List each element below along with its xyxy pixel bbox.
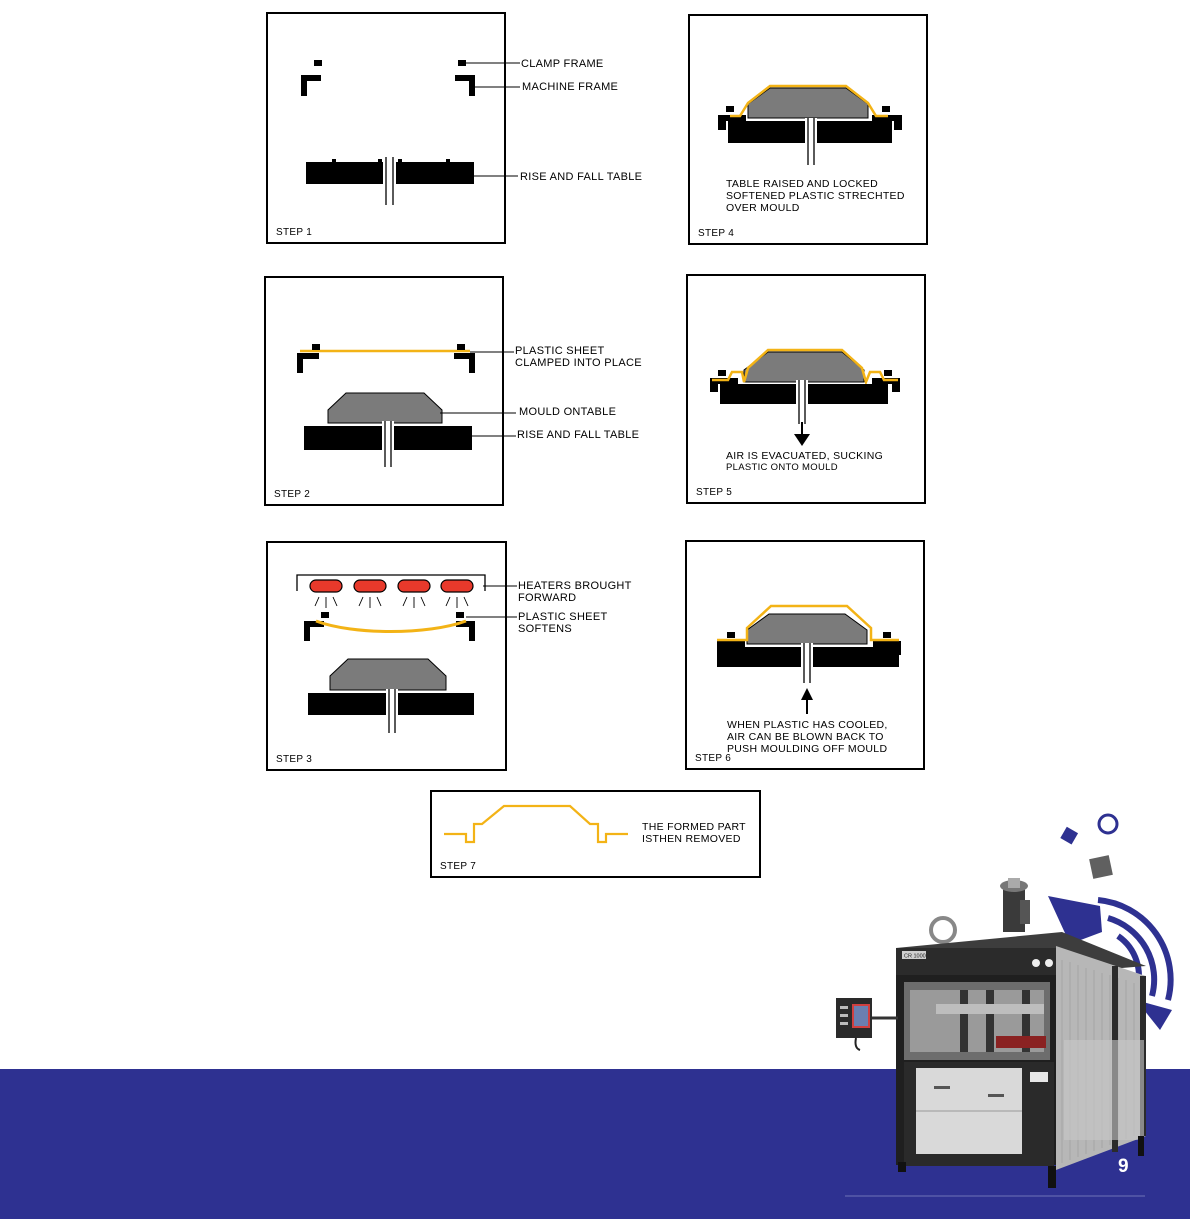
up-arrow-icon <box>801 688 813 700</box>
label-rise-fall-table: RISE AND FALL TABLE <box>520 171 643 183</box>
step-5-caption-1: AIR IS EVACUATED, SUCKING <box>726 450 884 462</box>
circle-decor <box>1097 813 1119 835</box>
step-3-panel: STEP 3 <box>266 541 507 771</box>
step-label: STEP 6 <box>695 753 732 764</box>
machine-frame-right <box>872 378 900 392</box>
formed-plastic <box>712 348 898 386</box>
machine-model-plate: CR 1000 <box>904 954 926 960</box>
heater-bracket <box>296 574 486 591</box>
released-plastic <box>717 604 899 642</box>
label-plastic-sheet-3: PLASTIC SHEET <box>518 611 608 623</box>
label-forward: FORWARD <box>518 592 577 604</box>
step-4-caption-1: TABLE RAISED AND LOCKED <box>726 178 878 190</box>
machine-frame-left <box>718 115 746 130</box>
step-6-panel: WHEN PLASTIC HAS COOLED, AIR CAN BE BLOW… <box>685 540 925 770</box>
stretched-plastic <box>730 84 888 118</box>
machine-frame-left <box>297 353 319 373</box>
step-6-diagram <box>717 604 901 714</box>
step-6-caption-3: PUSH MOULDING OFF MOULD <box>727 743 888 755</box>
clamp-frame-right <box>458 60 466 66</box>
heater <box>440 579 474 593</box>
clamp-frame-left <box>314 60 322 66</box>
label-heaters-brought: HEATERS BROUGHT <box>518 580 632 592</box>
machine-frame-right <box>872 115 902 130</box>
label-clamp-frame: CLAMP FRAME <box>521 58 604 70</box>
heat-rays <box>314 596 469 608</box>
blue-square-decor <box>1060 826 1079 845</box>
step-4-caption-3: OVER MOULD <box>726 202 800 214</box>
label-plastic-sheet: PLASTIC SHEET <box>515 345 605 357</box>
step-1-diagram <box>301 60 475 205</box>
label-rise-fall-table-2: RISE AND FALL TABLE <box>517 429 640 441</box>
step-7-diagram <box>444 804 628 844</box>
step-5-caption-2: PLASTIC ONTO MOULD <box>726 462 838 473</box>
label-machine-frame: MACHINE FRAME <box>522 81 619 93</box>
heater <box>397 579 431 593</box>
heater <box>353 579 387 593</box>
step-3-diagram <box>296 574 486 733</box>
step-2-panel: STEP 2 <box>264 276 504 506</box>
machine-frame-left <box>710 378 738 392</box>
step-7-caption-2: ISTHEN REMOVED <box>642 833 741 845</box>
machine-frame-left <box>304 621 324 641</box>
step-7-caption-1: THE FORMED PART <box>642 821 746 833</box>
mould <box>327 392 443 424</box>
step-label: STEP 5 <box>696 487 733 498</box>
step-label: STEP 4 <box>698 228 735 239</box>
step-label: STEP 1 <box>276 227 313 238</box>
gray-square-decor <box>1089 855 1113 879</box>
step-label: STEP 7 <box>440 861 477 872</box>
step-4-panel: TABLE RAISED AND LOCKED SOFTENED PLASTIC… <box>688 14 928 245</box>
label-mould-on-table: MOULD ONTABLE <box>519 406 617 418</box>
mould <box>329 658 447 691</box>
step-5-panel: AIR IS EVACUATED, SUCKING PLASTIC ONTO M… <box>686 274 926 504</box>
down-arrow-icon <box>794 434 810 446</box>
step-5-diagram <box>710 348 900 446</box>
formed-part <box>444 804 628 844</box>
step-label: STEP 3 <box>276 754 313 765</box>
page-number: 9 <box>1118 1156 1129 1177</box>
step-6-caption-1: WHEN PLASTIC HAS COOLED, <box>727 719 888 731</box>
machine-frame-left <box>301 75 321 96</box>
label-clamped-into-place: CLAMPED INTO PLACE <box>515 357 642 369</box>
machine-frame-right <box>454 353 475 373</box>
machine-frame-right <box>456 621 475 641</box>
step-6-caption-2: AIR CAN BE BLOWN BACK TO <box>727 731 884 743</box>
softened-plastic-sheet <box>315 619 467 633</box>
step-4-caption-2: SOFTENED PLASTIC STRECHTED <box>726 190 905 202</box>
step-4-diagram <box>718 84 902 165</box>
step-7-panel: THE FORMED PART ISTHEN REMOVED STEP 7 <box>430 790 761 878</box>
step-1-panel: STEP 1 <box>266 12 506 244</box>
step-label: STEP 2 <box>274 489 311 500</box>
heater <box>309 579 343 593</box>
machine-frame-right <box>455 75 475 96</box>
label-softens: SOFTENS <box>518 623 573 635</box>
step-2-diagram <box>297 344 475 467</box>
mould <box>743 351 865 383</box>
